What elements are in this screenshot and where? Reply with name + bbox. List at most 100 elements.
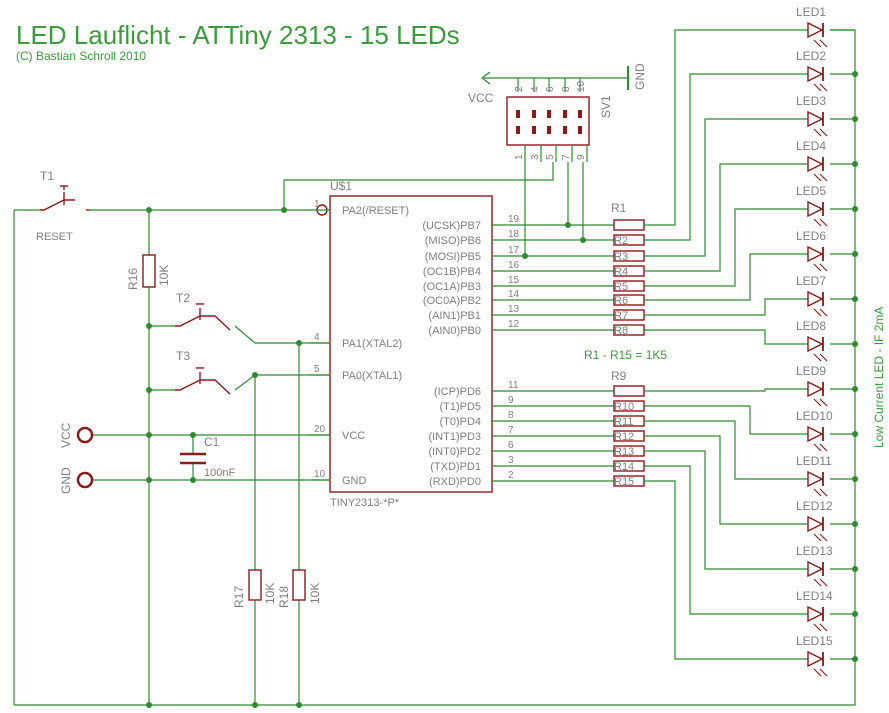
led-light-arrow [819,488,828,497]
rail-junction [852,341,858,347]
led-light-arrow [819,308,828,317]
led-light-arrow [819,623,828,632]
led-light-arrow [819,398,828,407]
led-light-arrow [819,353,828,362]
led-diode-icon [807,335,824,353]
ic-right-pin-name: (AIN1)PB1 [428,310,481,322]
ic-right-pin-name: (UCSK)PB7 [422,220,481,232]
led-route-wire [644,118,808,257]
ic-right-pin-number: 17 [508,245,520,256]
led-route-wire [644,73,808,241]
rail-junction [852,611,858,617]
led-light-arrow [819,533,828,542]
series-resistor-label: R4 [614,266,628,278]
ic-right-pin-number: 7 [508,425,514,436]
series-resistor-label: R13 [614,446,634,458]
ic-left-pin-name: PA0(XTAL1) [342,370,402,382]
header-pin-top-number: 8 [561,86,572,92]
led-diode-icon [807,245,824,263]
led-route-wire [644,450,808,570]
rail-junction [852,161,858,167]
led-diode-icon [807,560,824,578]
power-pads: VCC GND [59,422,94,494]
led-label: LED3 [796,94,826,108]
series-resistor [613,219,645,231]
series-resistor-label: R14 [614,461,634,473]
header-vcc-label: VCC [468,91,494,105]
led-label: LED7 [796,274,826,288]
gnd-pad-icon [76,471,94,489]
vcc-pad-icon [76,426,94,444]
led-diode-icon [807,200,824,218]
header-pin-bottom [578,126,582,134]
led-label: LED9 [796,364,826,378]
header-pin-bottom [532,126,536,134]
led-array: LED1LED2LED3LED4LED5LED6LED7LED8LED9LED1… [644,5,858,677]
led-diode-icon [807,470,824,488]
led-diode-icon [807,155,824,173]
ic-right-pins: 19(UCSK)PB718(MISO)PB617(MOSI)PB516(OC1B… [422,214,614,488]
ic-right-pin-number: 19 [508,214,520,225]
ic-right-pin-name: (OC1A)PB3 [423,281,481,293]
rail-junction [852,656,858,662]
series-resistor-label: R8 [614,325,628,337]
header-pin-bottom-number: 3 [530,154,541,160]
rail-junction [852,566,858,572]
wires [13,29,856,706]
led-light-arrow [813,443,822,452]
ic-right-pin-name: (RXD)PD0 [429,476,481,488]
series-resistor-label: R11 [614,416,633,428]
header-gnd-label: GND [633,63,647,90]
ic-left-pin-name: PA1(XTAL2) [342,338,402,350]
led-light-arrow [819,443,828,452]
led-route-wire [644,465,808,615]
led-light-arrow [813,128,822,137]
ic-right-pin-name: (T1)PD5 [439,401,481,413]
led-light-arrow [813,83,822,92]
capacitor-c1: C1 100nF [180,435,235,479]
rail-junction [852,521,858,527]
ic-right-pin-name: (AIN0)PB0 [428,325,481,337]
header-pin-bottom [516,126,520,134]
led-route-wire [644,329,808,345]
led-diode-icon [807,380,824,398]
r16-value: 10K [157,265,171,286]
led-diode-icon [807,290,824,308]
microcontroller-ic: U$1 TINY2313-*P* [316,179,493,509]
led-note: Low Current LED - IF 2mA [872,307,886,448]
led-light-arrow [819,83,828,92]
rail-junction [852,431,858,437]
copyright-text: (C) Bastian Schroll 2010 [16,49,146,63]
led-route-wire [644,435,808,525]
ic-right-pin-number: 2 [508,470,514,481]
ic-part: TINY2313-*P* [330,497,400,509]
rail-junction [852,296,858,302]
ic-left-pins: 1PA2(/RESET)4PA1(XTAL2)5PA0(XTAL1)20VCC1… [310,199,409,487]
ic-left-pin-number: 1 [314,199,320,210]
ic-left-pin-name: VCC [342,430,365,442]
led-light-arrow [819,263,828,272]
series-resistor-label: R15 [614,476,634,488]
series-resistor-label: R12 [614,431,634,443]
led-light-arrow [813,218,822,227]
header-pin-bottom-number: 7 [561,154,572,160]
r18-ref: R18 [277,586,291,608]
gnd-pad-label: GND [59,467,73,494]
series-resistor-label: R6 [614,295,628,307]
ic-right-pin-number: 14 [508,289,520,300]
r18-value: 10K [308,583,322,604]
c1-ref: C1 [204,435,220,449]
led-light-arrow [813,578,822,587]
series-resistor-label: R7 [614,310,628,322]
led-route-wire [644,208,808,287]
ic-right-pin-number: 9 [508,395,514,406]
led-light-arrow [813,488,822,497]
ic-left-pin-number: 10 [314,469,326,480]
led-light-arrow [819,39,828,48]
led-route-wire [644,388,808,392]
led-label: LED2 [796,49,826,63]
ic-right-pin-name: (TXD)PD1 [430,461,481,473]
ic-right-pin-name: (INT0)PD2 [428,446,481,458]
switch-t1: T1 RESET [36,169,90,243]
